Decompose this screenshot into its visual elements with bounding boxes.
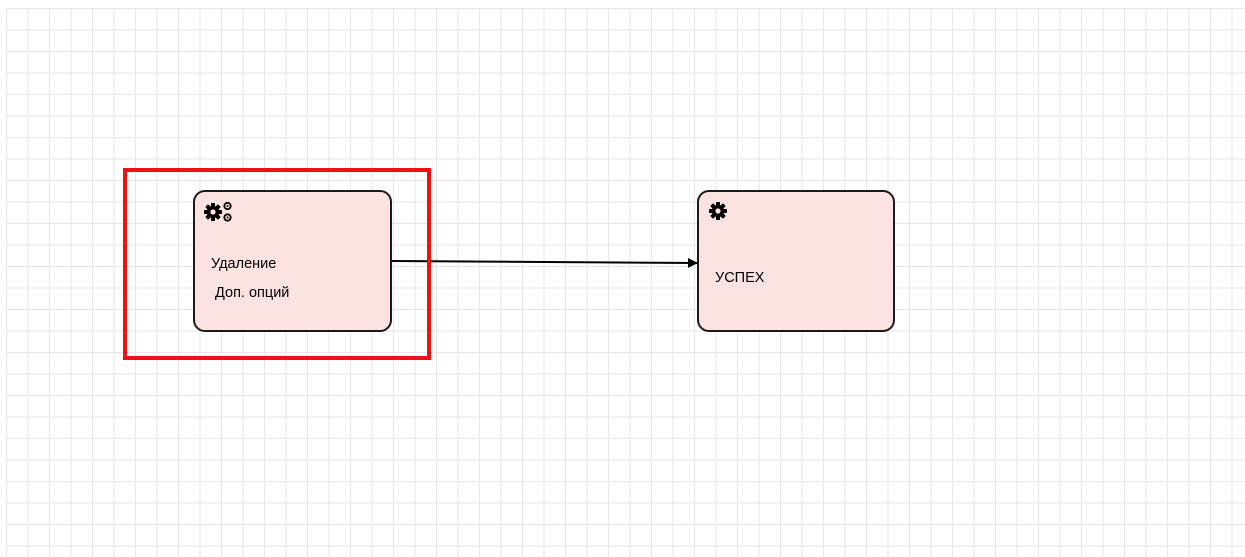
task-label: УСПЕХ — [715, 270, 765, 286]
task-label-line-1: Удаление — [211, 256, 277, 272]
task-label-line-2: Доп. опций — [211, 285, 290, 301]
gears-icon — [204, 201, 232, 222]
sequence-flow-arrow[interactable] — [391, 257, 698, 268]
task-remove-options[interactable]: Удаление Доп. опций — [193, 190, 392, 332]
task-success[interactable]: УСПЕХ — [697, 190, 895, 332]
gear-icon — [709, 202, 727, 220]
diagram-canvas[interactable] — [6, 8, 1245, 557]
